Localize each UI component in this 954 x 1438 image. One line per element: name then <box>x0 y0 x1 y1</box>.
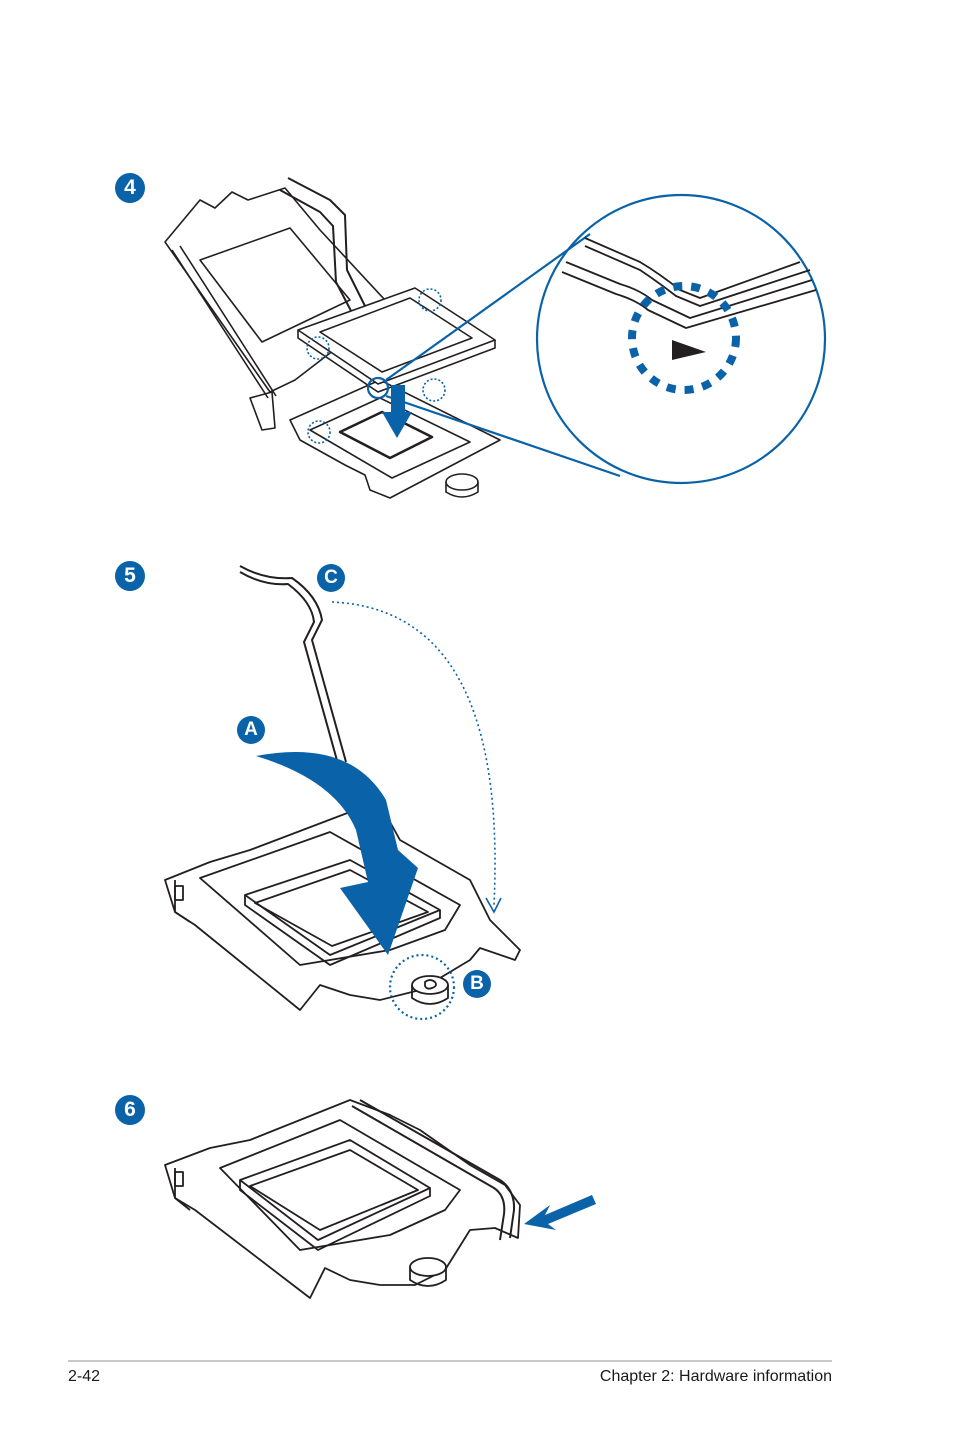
footer-divider <box>68 1360 832 1362</box>
page-number: 2-42 <box>68 1368 100 1386</box>
chapter-title: Chapter 2: Hardware information <box>600 1368 832 1386</box>
